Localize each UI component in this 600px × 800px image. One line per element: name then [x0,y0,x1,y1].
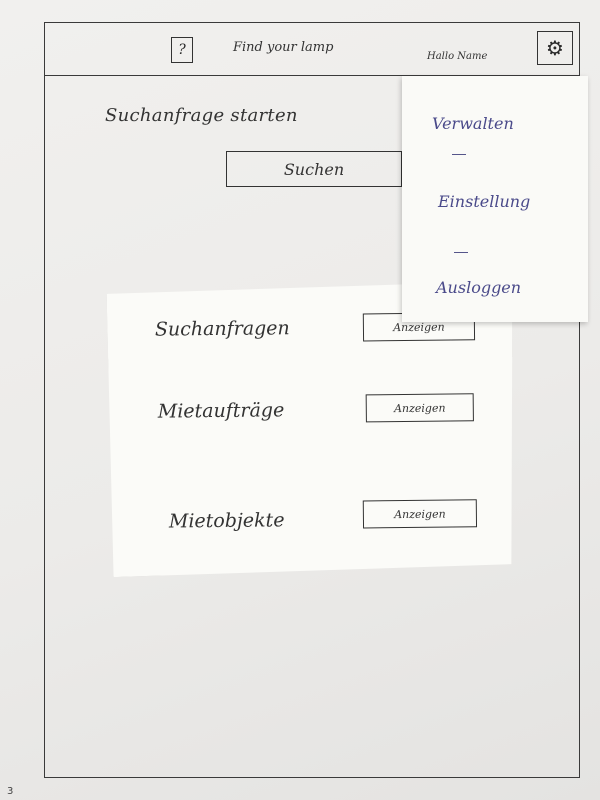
search-button[interactable]: Suchen [226,151,402,187]
app-header: ? Find your lamp Hallo Name ⚙ [45,23,579,76]
search-heading: Suchanfrage starten [105,105,298,126]
row-label-suchanfragen: Suchanfragen [154,317,290,341]
menu-item-verwalten[interactable]: Verwalten [432,114,514,133]
menu-item-ausloggen[interactable]: Ausloggen [436,278,522,297]
menu-divider [454,252,468,254]
row-label-mietauftraege: Mietaufträge [157,399,285,423]
show-mietobjekte-button[interactable]: Anzeigen [363,499,477,528]
app-title: Find your lamp [233,40,334,55]
gear-icon[interactable]: ⚙ [537,31,573,65]
row-label-mietobjekte: Mietobjekte [168,509,285,533]
screen-frame: ? Find your lamp Hallo Name ⚙ [44,22,580,778]
user-greeting: Hallo Name [427,51,488,62]
overview-note: Suchanfragen Anzeigen Mietaufträge Anzei… [106,281,515,577]
show-mietauftraege-button[interactable]: Anzeigen [366,393,474,422]
user-menu-dropdown: Verwalten Einstellung Ausloggen [402,76,588,322]
page-number: 3 [7,786,14,797]
menu-divider [452,154,466,156]
help-icon[interactable]: ? [171,37,193,63]
menu-item-einstellung[interactable]: Einstellung [438,192,531,211]
